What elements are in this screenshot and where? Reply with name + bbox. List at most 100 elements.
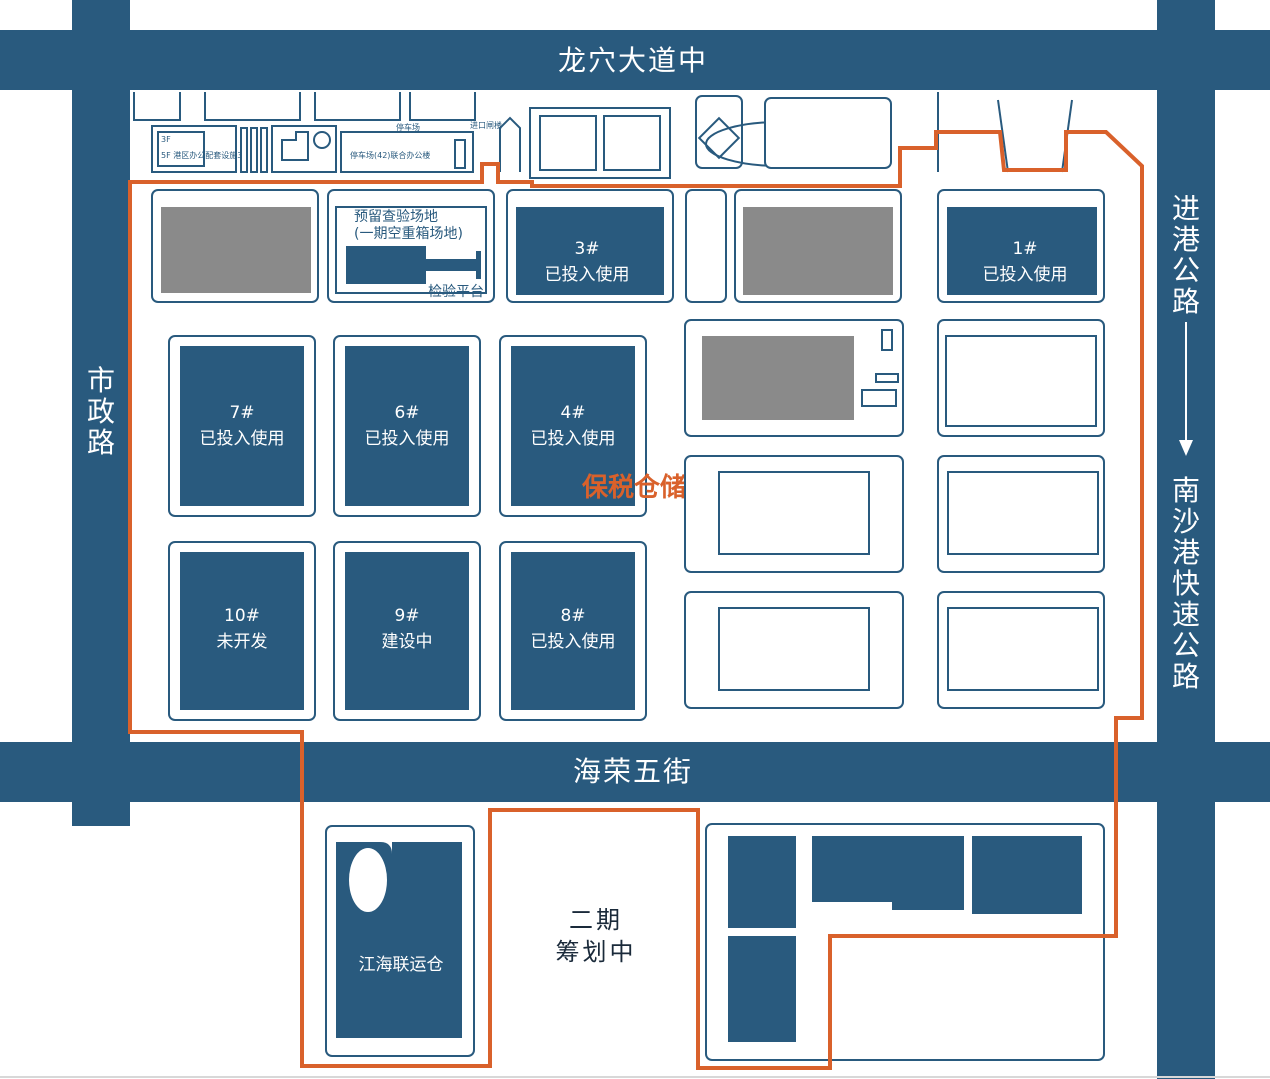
warehouse-9[interactable]	[345, 552, 469, 710]
north-road	[0, 30, 1270, 90]
west-road-label: 市 政 路	[87, 364, 115, 459]
warehouse-6[interactable]	[345, 346, 469, 506]
east-road-char: 港	[1172, 223, 1200, 256]
south-road-label: 海荣五街	[573, 755, 693, 788]
warehouse-7[interactable]	[180, 346, 304, 506]
warehouse-4-status: 已投入使用	[531, 428, 616, 449]
east-road-char: 路	[1172, 285, 1200, 318]
se-building-4[interactable]	[972, 836, 1082, 914]
east-road-label-top: 进 港 公 路	[1172, 192, 1200, 318]
empty-building-5[interactable]	[947, 607, 1099, 691]
west-road-char: 路	[87, 426, 115, 459]
empty-building-4[interactable]	[718, 607, 870, 691]
barrier	[260, 127, 268, 173]
warehouse-8-status: 已投入使用	[531, 631, 616, 652]
gate-label: 进口闸楼	[470, 120, 502, 130]
inspection-ramp	[426, 259, 476, 271]
joint-office-building	[340, 131, 474, 173]
reserved-building-1	[161, 207, 311, 293]
parking-office-label: 停车场(42)联合办公楼	[350, 150, 430, 160]
east-road-label-bottom: 南 沙 港 快 速 公 路	[1172, 474, 1200, 693]
parking-label: 停车场	[396, 122, 420, 132]
south-area: 江海联运仓 二期 筹划中	[325, 823, 1105, 1061]
inspection-end	[476, 251, 481, 279]
empty-building-3[interactable]	[947, 471, 1099, 555]
gate-booth-1	[539, 115, 597, 171]
warehouse-4[interactable]	[511, 346, 635, 506]
phase2-label-2: 筹划中	[556, 938, 637, 966]
east-road-char: 港	[1172, 536, 1200, 569]
north-road-label: 龙穴大道中	[558, 44, 708, 77]
office-5f-label: 5F 港区办公配套设施3	[161, 150, 242, 160]
gate-lane	[499, 116, 521, 172]
row-2: 7# 已投入使用 6# 已投入使用 4# 已投入使用	[168, 319, 1105, 517]
warehouse-10-status: 未开发	[217, 632, 268, 652]
utility-shape	[281, 131, 309, 161]
se-building-3[interactable]	[812, 836, 964, 910]
barrier	[240, 127, 248, 173]
warehouse-3[interactable]	[516, 207, 664, 295]
utility-tank	[313, 131, 331, 149]
top-strip: 3F 5F 港区办公配套设施3 停车场 停车场(42)联合办公楼 进口闸楼	[133, 92, 1073, 179]
barrier	[250, 127, 258, 173]
booth	[861, 389, 897, 407]
east-road-char: 路	[1172, 660, 1200, 693]
warehouse-3-id: 3#	[574, 239, 599, 259]
warehouse-3-status: 已投入使用	[545, 264, 630, 285]
plot-narrow	[685, 189, 727, 303]
warehouse-8[interactable]	[511, 552, 635, 710]
sentry-box	[454, 139, 466, 169]
row-4: 10# 未开发 9# 建设中 8# 已投入使用	[168, 541, 1105, 721]
se-building-1[interactable]	[728, 836, 796, 928]
office-building-3f	[157, 131, 205, 167]
east-road-char: 进	[1172, 192, 1200, 225]
warehouse-7-status: 已投入使用	[200, 428, 285, 449]
warehouse-10-id: 10#	[224, 606, 260, 626]
gate-booth-2	[603, 115, 661, 171]
warehouse-10[interactable]	[180, 552, 304, 710]
east-road-char: 沙	[1172, 505, 1200, 538]
warehouse-6-id: 6#	[394, 403, 419, 423]
se-building-2[interactable]	[728, 936, 796, 1042]
east-road-char: 公	[1172, 629, 1200, 662]
empty-building-2[interactable]	[718, 471, 870, 555]
east-road-char: 南	[1172, 474, 1200, 507]
plaza-block	[764, 97, 892, 169]
warehouse-9-status: 建设中	[382, 632, 433, 652]
east-road-char: 快	[1172, 567, 1200, 600]
jianghai-tank	[349, 848, 387, 912]
phase2-label-1: 二期	[569, 906, 623, 934]
warehouse-8-id: 8#	[560, 606, 585, 626]
inspection-platform	[346, 246, 426, 284]
row-3-right	[684, 455, 1105, 573]
warehouse-1-id: 1#	[1012, 239, 1037, 259]
west-road-char: 市	[87, 364, 115, 397]
inspection-label-1: 预留查验场地	[354, 209, 438, 225]
warehouse-9-id: 9#	[394, 606, 419, 626]
south-road	[0, 742, 1270, 802]
jianghai-label: 江海联运仓	[359, 955, 444, 975]
reserved-building-3	[702, 336, 854, 420]
inspection-platform-label: 检验平台	[428, 284, 484, 300]
warehouse-7-id: 7#	[229, 403, 254, 423]
bonded-zone-boundary	[128, 130, 1144, 1070]
empty-building-1[interactable]	[945, 335, 1097, 427]
inspection-label-2: (一期空重箱场地)	[354, 226, 463, 242]
east-road-char: 速	[1172, 598, 1200, 631]
office-3f-label: 3F	[161, 135, 171, 144]
west-road	[72, 0, 130, 826]
east-road	[1157, 0, 1215, 1079]
west-road-char: 政	[87, 395, 115, 428]
warehouse-1[interactable]	[947, 207, 1097, 295]
warehouse-4-id: 4#	[560, 403, 585, 423]
booth	[875, 373, 899, 383]
east-road-char: 公	[1172, 254, 1200, 287]
row-1: 预留查验场地 (一期空重箱场地) 检验平台 3# 已投入使用 1# 已投入使用	[151, 189, 1105, 303]
warehouse-1-status: 已投入使用	[983, 264, 1068, 285]
warehouse-6-status: 已投入使用	[365, 428, 450, 449]
booth	[881, 329, 893, 351]
direction-arrow	[1179, 322, 1193, 456]
reserved-building-2	[743, 207, 893, 295]
